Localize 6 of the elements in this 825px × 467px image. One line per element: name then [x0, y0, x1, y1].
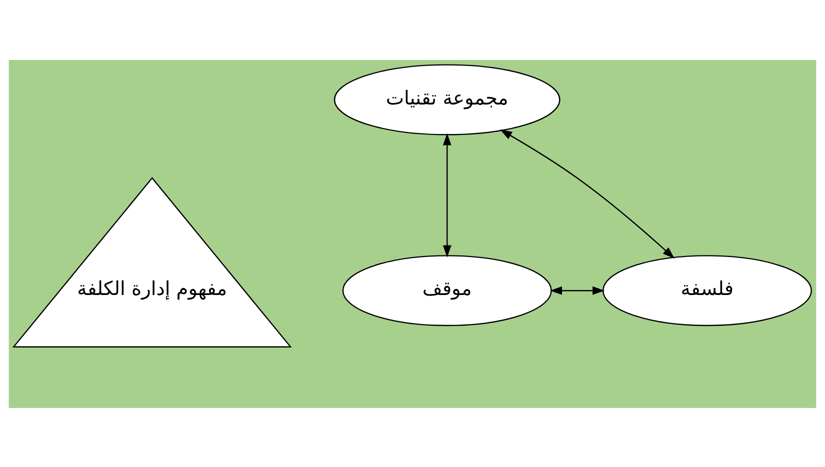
node-ellipse: موقف	[342, 254, 552, 326]
arrow	[550, 286, 605, 294]
arrow	[442, 132, 452, 257]
node-ellipse: فلسفة	[602, 254, 812, 326]
node-ellipse: مجموعة تقنيات	[334, 64, 560, 135]
arrow	[500, 129, 675, 258]
